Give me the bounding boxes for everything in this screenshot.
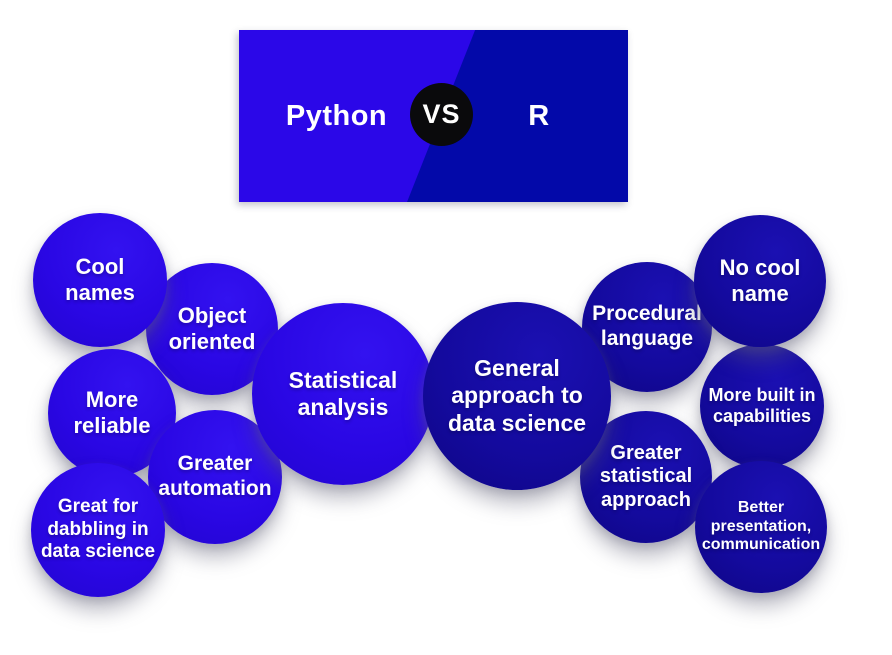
bubble-better-presentation: Better presentation, communication [695,461,827,593]
bubble-statistical-analysis: Statistical analysis [252,303,434,485]
r-label: R [528,99,550,132]
bubble-general-approach: General approach to data science [423,302,611,490]
bubble-more-built-in: More built in capabilities [700,344,824,468]
bubble-cool-names: Cool names [33,213,167,347]
versus-banner: Python R VS [239,30,628,202]
bubble-no-cool-name: No cool name [694,215,826,347]
python-label: Python [285,99,388,132]
bubble-great-for-dabbling: Great for dabbling in data science [31,463,165,597]
vs-badge: VS [410,83,473,146]
vs-label: VS [422,99,461,129]
